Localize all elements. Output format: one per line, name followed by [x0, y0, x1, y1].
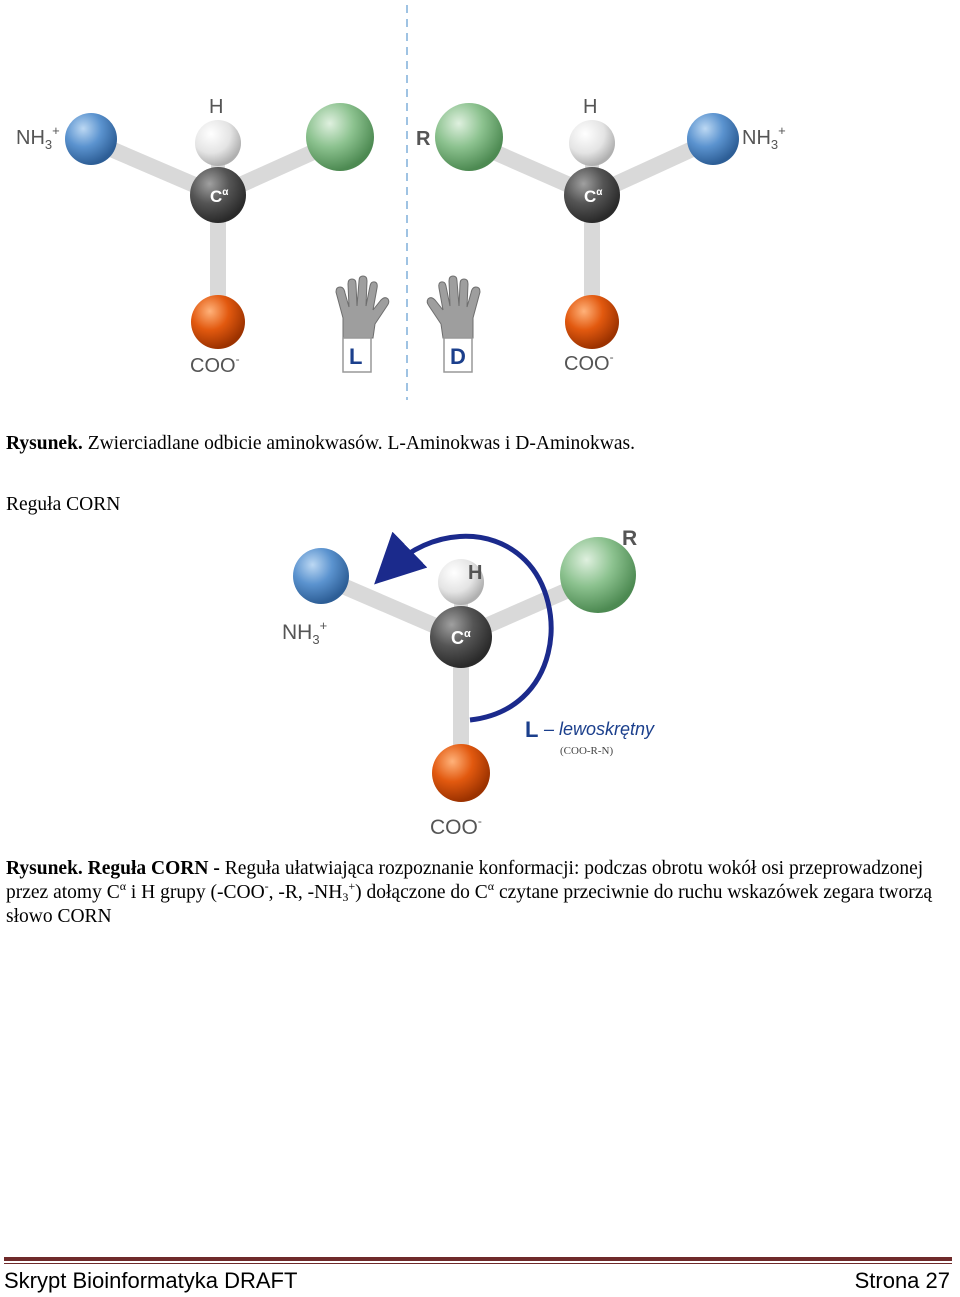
- nh3-label: NH3+: [16, 123, 60, 152]
- calpha-label: Cα: [210, 187, 229, 206]
- coo-label: COO-: [190, 352, 240, 377]
- calpha-atom: [430, 606, 492, 668]
- hand-label-d: D: [450, 344, 466, 369]
- footer-rule-thin: [4, 1263, 952, 1264]
- counterclockwise-arrow: [374, 531, 554, 723]
- calpha-atom: [190, 167, 246, 223]
- coo-label: COO-: [564, 350, 614, 375]
- coo-atom: [432, 744, 490, 802]
- h-atom: [438, 559, 484, 605]
- page-number: Strona 27: [854, 1268, 950, 1293]
- figure1-caption: Rysunek. Zwierciadlane odbicie aminokwas…: [6, 433, 635, 454]
- coo-atom: [565, 295, 619, 349]
- nh3-label: NH3+: [282, 618, 327, 647]
- h-label: H: [583, 96, 597, 118]
- right-hand-icon: [426, 275, 481, 339]
- calpha-atom: [564, 167, 620, 223]
- l-letter: L: [525, 717, 538, 742]
- h-atom: [195, 120, 241, 166]
- nh3-atom: [65, 113, 117, 165]
- left-hand-icon: [335, 275, 390, 339]
- footer-title: Skrypt Bioinformatyka DRAFT: [4, 1268, 298, 1293]
- d-amino-acid-model: Cα H R NH3+ COO-: [416, 96, 786, 375]
- h-atom: [569, 120, 615, 166]
- mirror-image-figure: Cα H NH3+ COO- Cα H R NH3+ COO- L D: [16, 5, 786, 400]
- r-label: R: [416, 128, 431, 150]
- nh3-label: NH3+: [742, 123, 786, 152]
- hand-label-box-l: [342, 337, 372, 373]
- lewoskretny-label: – lewoskrętny: [543, 719, 655, 739]
- hand-label-box-d: [443, 337, 473, 373]
- section-label: Reguła CORN: [6, 494, 121, 515]
- r-label: R: [622, 527, 637, 550]
- nh3-atom: [687, 113, 739, 165]
- figure2-caption: Rysunek. Reguła CORN - Reguła ułatwiając…: [6, 858, 937, 927]
- corn-order-label: (COO-R-N): [560, 745, 613, 757]
- r-atom: [306, 103, 374, 171]
- coo-atom: [191, 295, 245, 349]
- corn-rule-figure: Cα H R NH3+ COO- L – lewoskrętny (COO-R-…: [282, 527, 655, 839]
- footer-rule: [4, 1257, 952, 1261]
- r-atom: [560, 537, 636, 613]
- calpha-label: Cα: [584, 187, 603, 206]
- nh3-atom: [293, 548, 349, 604]
- hand-label-l: L: [349, 344, 362, 369]
- h-label: H: [468, 562, 482, 584]
- coo-label: COO-: [430, 814, 482, 839]
- calpha-label: Cα: [451, 628, 471, 648]
- r-atom: [435, 103, 503, 171]
- l-amino-acid-model: Cα H NH3+ COO-: [16, 96, 374, 377]
- h-label: H: [209, 96, 223, 118]
